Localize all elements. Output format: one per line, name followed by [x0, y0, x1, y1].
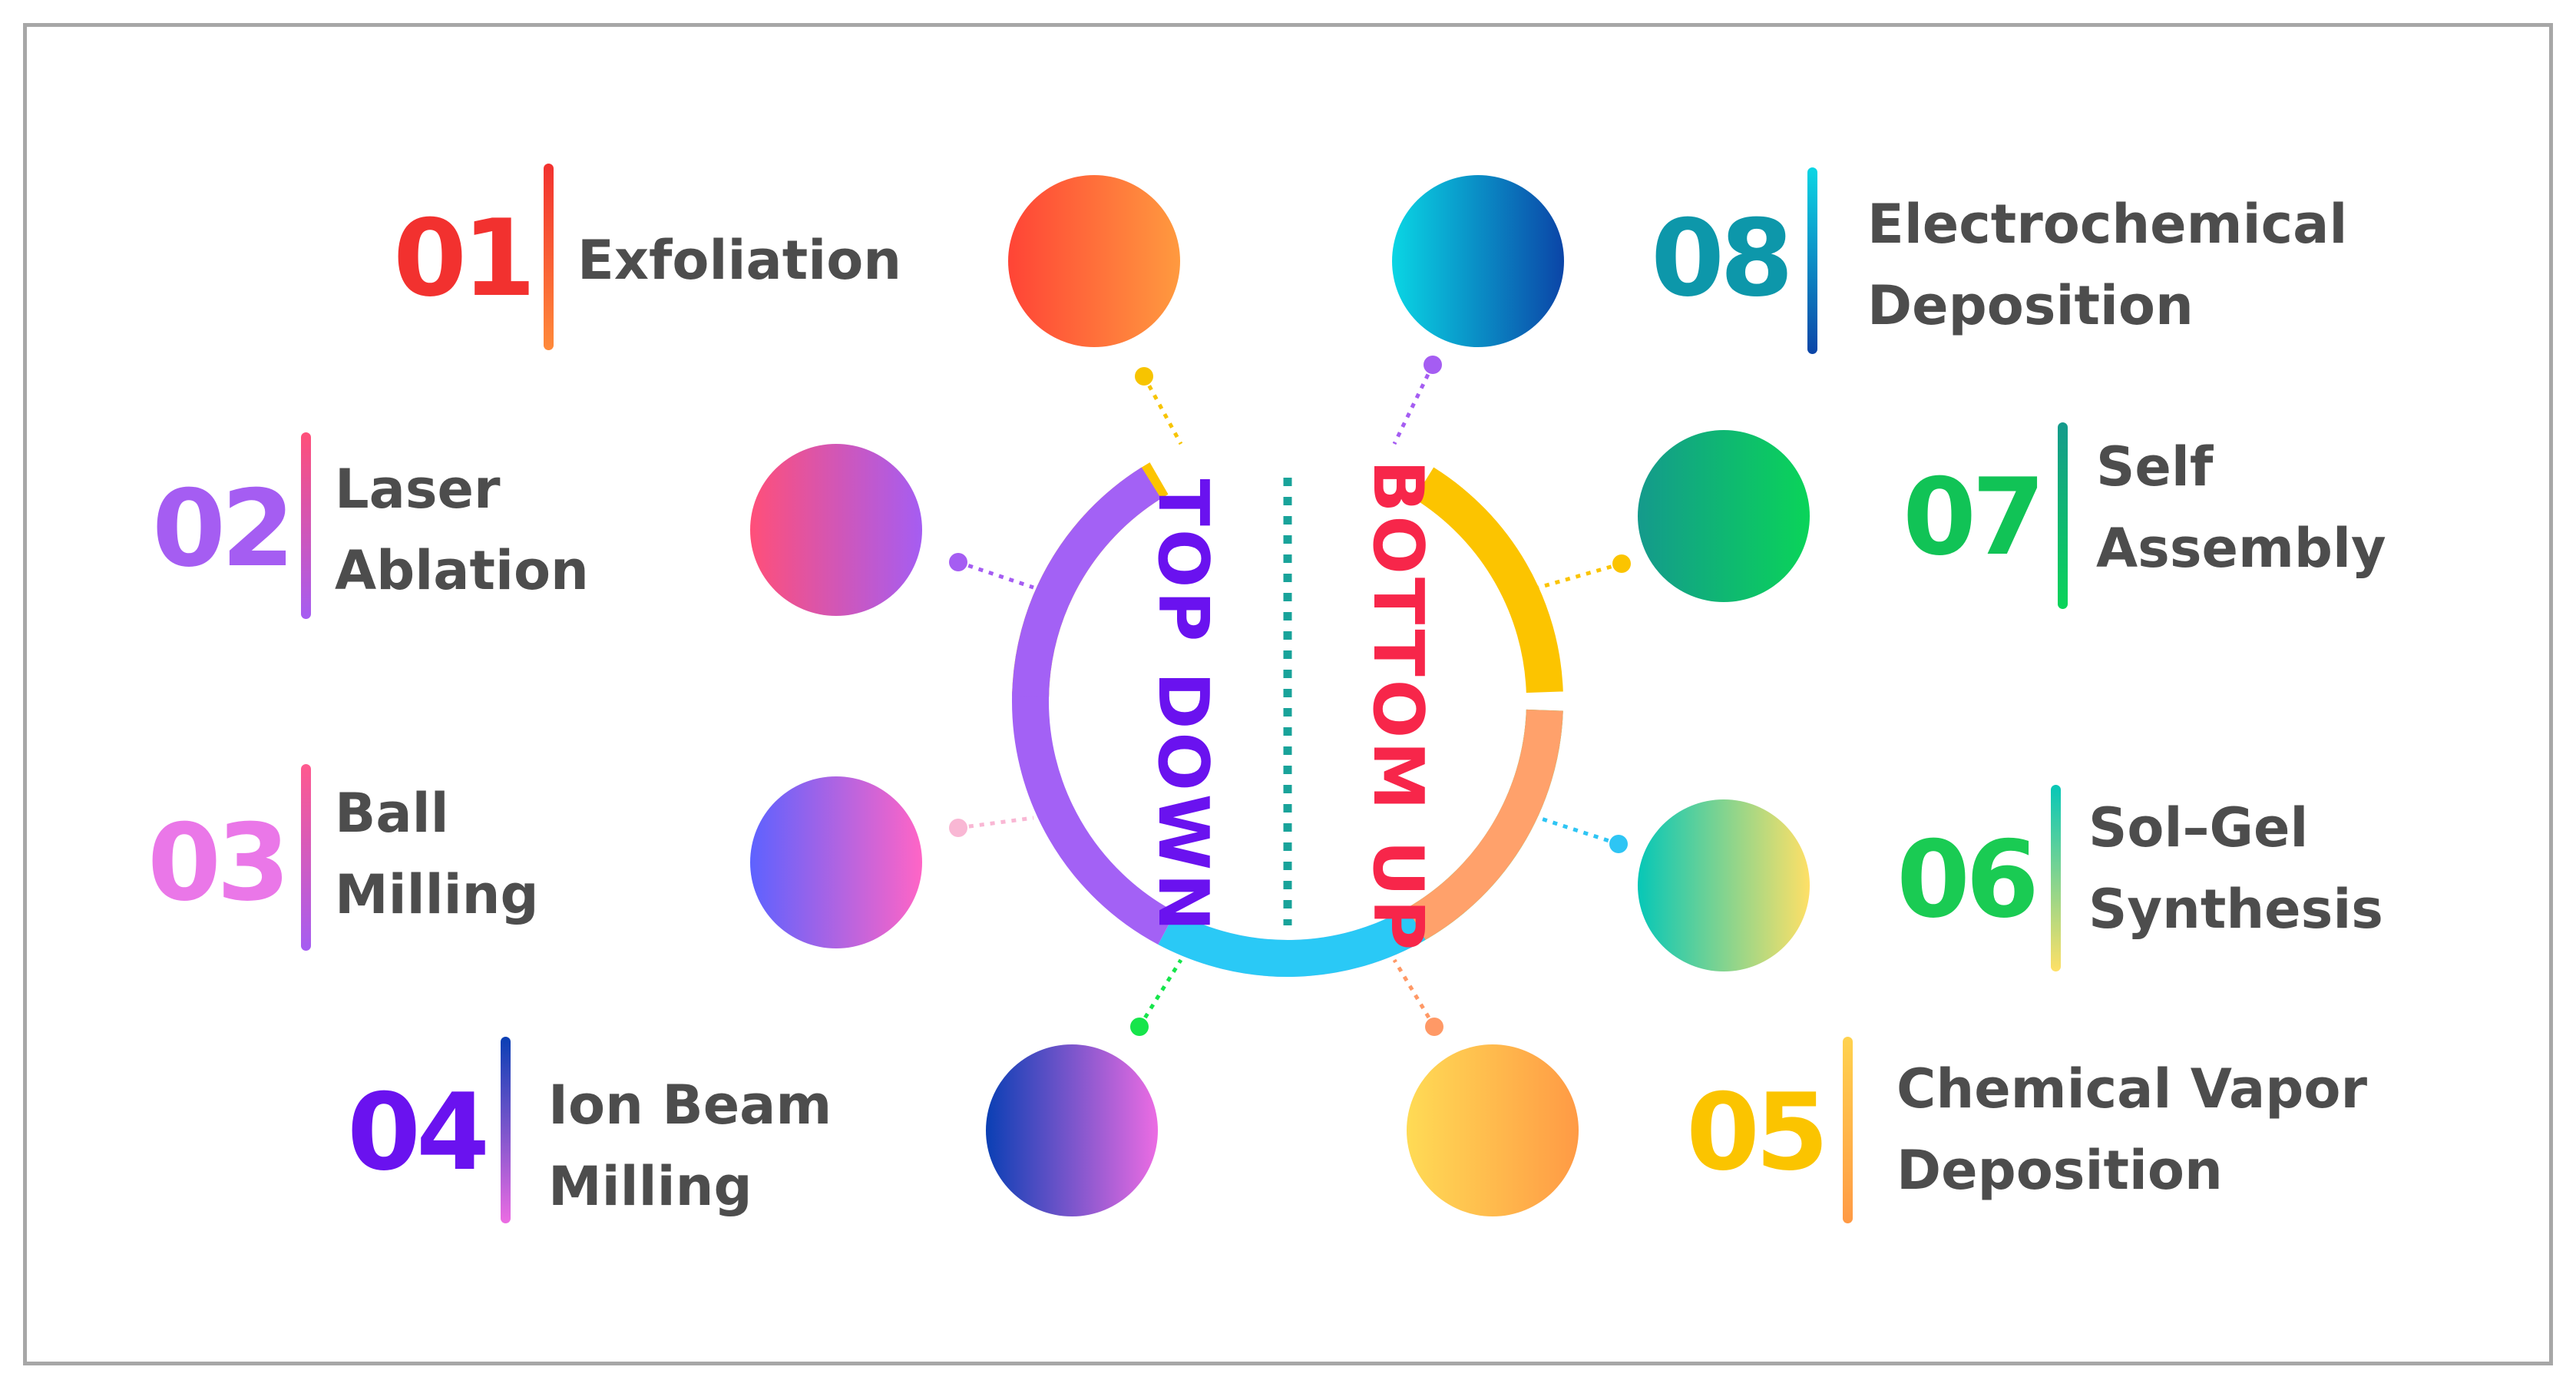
method-circle-06 — [1638, 799, 1810, 971]
method-label-line: Self — [2096, 435, 2214, 498]
method-label-08: Electrochemical Deposition — [1867, 184, 2347, 346]
method-bar-05 — [1843, 1037, 1853, 1223]
method-label-line: Milling — [548, 1155, 752, 1218]
method-label-line: Deposition — [1867, 274, 2194, 337]
method-number-01: 01 — [393, 197, 536, 320]
connector-dot-07 — [1612, 554, 1631, 573]
method-circle-05 — [1407, 1044, 1579, 1216]
method-bar-04 — [501, 1037, 511, 1223]
method-bar-02 — [301, 432, 311, 619]
method-number-04: 04 — [347, 1071, 490, 1194]
connector-dot-04 — [1130, 1018, 1149, 1036]
method-label-line: Ion Beam — [548, 1074, 832, 1137]
method-bar-07 — [2058, 422, 2068, 609]
connector-line-03 — [957, 816, 1034, 830]
method-label-line: Deposition — [1896, 1139, 2223, 1202]
method-label-line: Laser — [335, 458, 501, 521]
method-label-line: Chemical Vapor — [1896, 1057, 2368, 1120]
connector-line-04 — [1137, 958, 1183, 1028]
method-circles — [750, 175, 1810, 1216]
method-label-01: Exfoliation — [577, 220, 901, 301]
method-circle-07 — [1638, 430, 1810, 602]
method-label-02: Laser Ablation — [335, 448, 589, 611]
method-circle-04 — [986, 1044, 1158, 1216]
method-number-07: 07 — [1903, 455, 2045, 579]
connector-line-06 — [1538, 816, 1619, 846]
top-down-label: TOP DOWN — [1143, 478, 1223, 935]
method-label-06: Sol–Gel Synthesis — [2088, 787, 2383, 950]
method-bar-01 — [544, 164, 554, 350]
method-number-05: 05 — [1686, 1071, 1829, 1194]
ring-segment-02 — [1012, 691, 1176, 945]
method-circle-08 — [1392, 175, 1564, 347]
method-number-02: 02 — [152, 467, 295, 591]
connector-dot-06 — [1609, 835, 1628, 853]
method-label-04: Ion Beam Milling — [548, 1064, 832, 1227]
method-bar-06 — [2051, 785, 2061, 971]
method-label-line: Ball — [335, 782, 449, 845]
connector-line-08 — [1392, 363, 1435, 445]
method-circle-02 — [750, 444, 922, 616]
method-label-line: Exfoliation — [577, 229, 902, 292]
method-bar-03 — [301, 764, 311, 951]
method-label-line: Assembly — [2096, 517, 2386, 580]
center-ring — [1012, 462, 1563, 978]
method-label-03: Ball Milling — [335, 773, 539, 935]
bottom-up-label: BOTTOM UP — [1357, 459, 1438, 954]
method-label-line: Synthesis — [2088, 878, 2383, 941]
method-label-line: Milling — [335, 863, 539, 926]
ring-segment-06 — [1158, 908, 1426, 977]
method-number-03: 03 — [147, 801, 290, 925]
connector-dot-02 — [949, 553, 967, 571]
ring-segment-07 — [1414, 467, 1563, 693]
connector-dot-05 — [1425, 1018, 1443, 1036]
connector-line-02 — [957, 560, 1034, 590]
method-number-06: 06 — [1896, 818, 2039, 942]
method-label-line: Electrochemical — [1867, 193, 2348, 256]
connector-dot-08 — [1424, 356, 1442, 374]
connector-line-05 — [1392, 958, 1437, 1028]
method-label-05: Chemical Vapor Deposition — [1896, 1048, 2367, 1211]
method-number-08: 08 — [1651, 197, 1794, 320]
connector-line-07 — [1538, 561, 1622, 590]
connector-lines — [949, 356, 1631, 1036]
connector-line-01 — [1142, 375, 1183, 445]
method-circle-01 — [1008, 175, 1180, 347]
connector-dot-03 — [949, 819, 967, 837]
ring-segment-05 — [1407, 709, 1563, 940]
ring-segment-08 — [1012, 467, 1162, 697]
method-label-line: Sol–Gel — [2088, 796, 2309, 859]
method-label-line: Ablation — [335, 539, 589, 602]
method-bar-08 — [1807, 167, 1817, 354]
method-circle-03 — [750, 776, 922, 948]
connector-dot-01 — [1135, 367, 1153, 386]
method-label-07: Self Assembly — [2096, 426, 2386, 589]
